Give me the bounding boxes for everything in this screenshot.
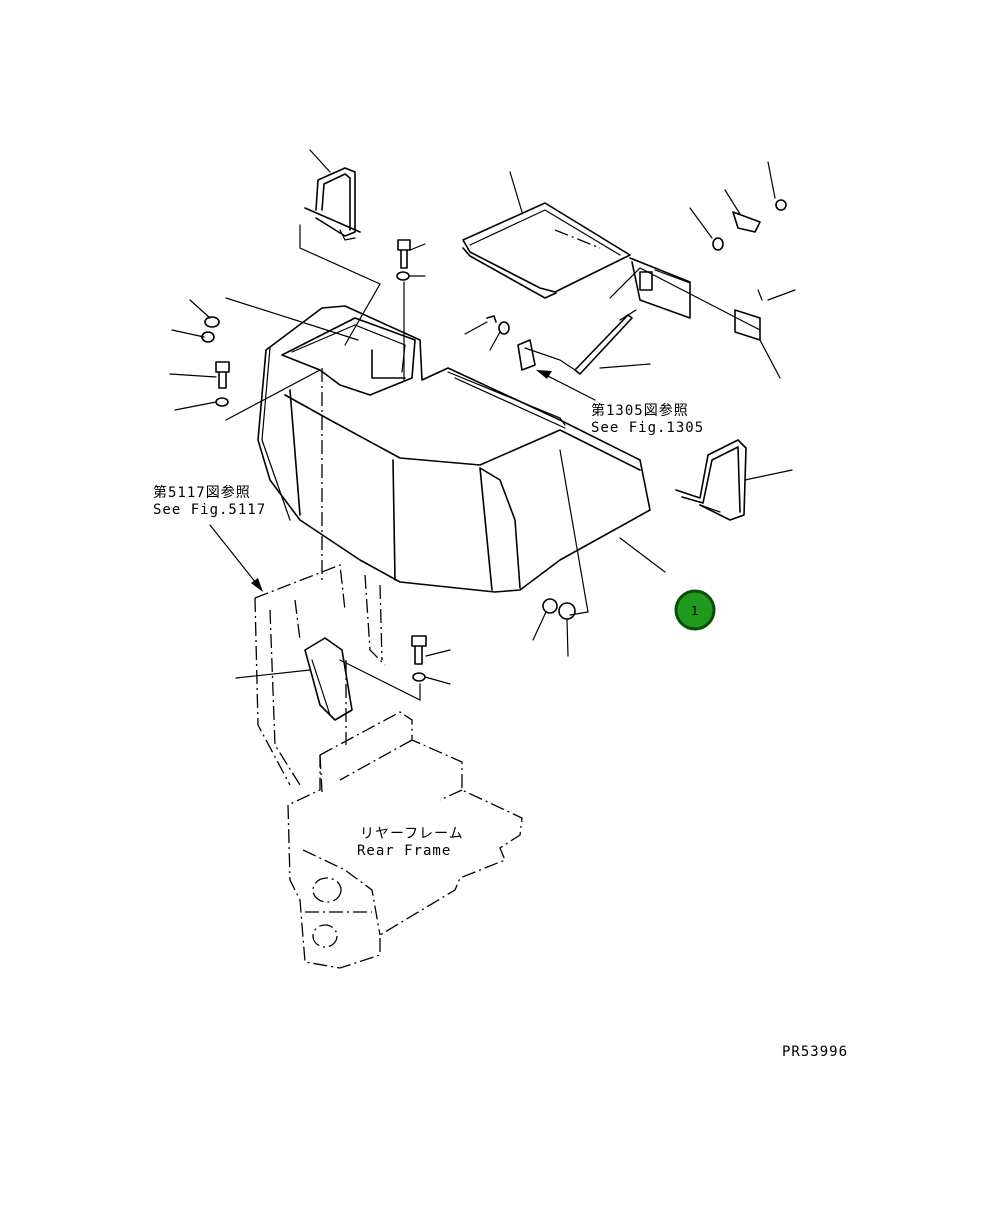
rear-frame-label-en: Rear Frame [357, 843, 451, 859]
fig5117-ref-en: See Fig.5117 [153, 502, 266, 518]
cover-stay-rod [517, 309, 637, 375]
centerline [321, 368, 347, 745]
fig1305-ref-jp: 第1305図参照 [591, 402, 689, 419]
leader-lines [169, 149, 796, 701]
callout-number: 1 [691, 604, 699, 618]
support-frame [254, 564, 386, 786]
fasteners [201, 199, 787, 682]
fig1305-ref-en: See Fig.1305 [591, 420, 704, 436]
rear-frame-outline [287, 711, 523, 969]
rear-frame-label-jp: リヤーフレーム [360, 826, 464, 842]
engine-hood-cover [257, 305, 651, 593]
handrail-right [675, 439, 747, 521]
handrail-top-left [304, 167, 361, 241]
drawing-code: PR53996 [782, 1044, 848, 1060]
callout-marker[interactable]: 1 [674, 589, 716, 631]
top-access-cover [462, 202, 691, 319]
fig5117-ref-jp: 第5117図参照 [153, 484, 251, 501]
